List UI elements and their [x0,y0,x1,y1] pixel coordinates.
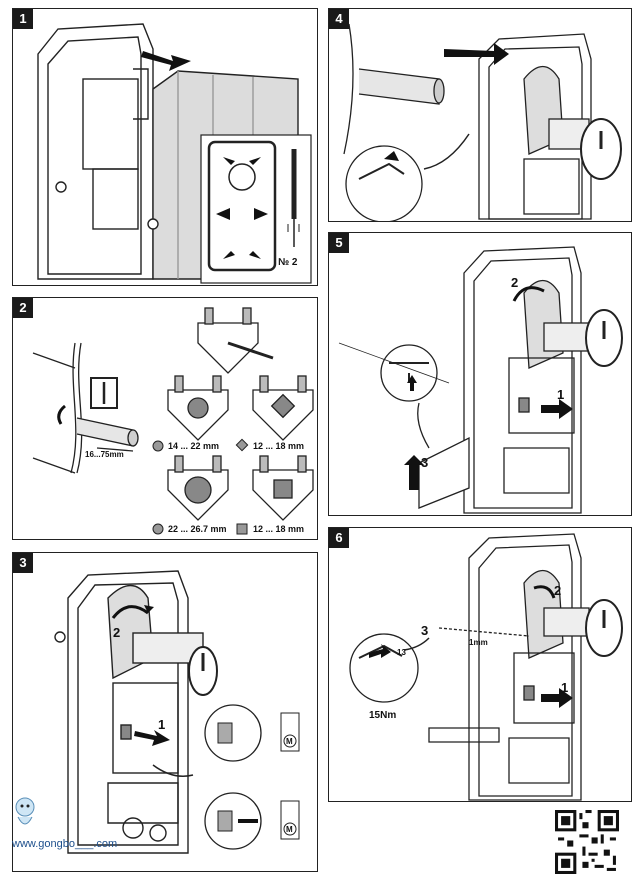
watermark-text: www.gongbo___.com [12,838,118,850]
square-shaft-range-b: 12 ... 18 mm [253,524,305,534]
square-shaft-range-a: 12 ... 18 mm [253,441,305,451]
step-2-marker: 2 [554,583,562,598]
step-6-panel: 6 2 1 3 1mm 13 15Nm [328,527,632,802]
actuator-positioning-illustration [338,246,623,514]
wrench-size-label: 13 [397,648,406,657]
qr-code [555,810,619,874]
actuator-fastening-illustration [349,533,623,801]
step-number-badge: 4 [329,9,349,29]
torque-label: 15Nm [369,710,397,721]
shaft-length-label: 16...75mm [85,450,124,459]
step-5-panel: 5 2 1 3 [328,232,632,516]
gap-label: 1mm [469,638,488,647]
step-2-panel: 2 [12,297,318,540]
step-4-panel: 4 [328,8,632,222]
step-number-badge: 6 [329,528,349,548]
actuator-mounting-illustration [54,570,300,854]
mascot-logo [15,797,35,825]
manual-mode-icon: M [286,737,293,746]
step-2-marker: 2 [511,275,519,290]
step-3-marker: 3 [421,623,429,638]
step-1-marker: 1 [158,717,166,732]
shaft-insertion-illustration [343,23,622,221]
round-shaft-range-b: 22 ... 26.7 mm [168,524,227,534]
step-1-panel: 1 № 2 [12,8,318,286]
manual-mode-icon: M [286,825,293,834]
screwdriver-size-label: № 2 [278,257,298,268]
actuator-cover-removal-illustration [37,23,312,284]
step-number-badge: 2 [13,298,33,318]
step-3-panel: 3 2 1 M M [12,552,318,872]
step-1-marker: 1 [557,387,565,402]
shaft-clamp-illustration [32,307,314,535]
step-number-badge: 1 [13,9,33,29]
step-number-badge: 5 [329,233,349,253]
step-3-marker: 3 [421,455,429,470]
step-number-badge: 3 [13,553,33,573]
step-1-marker: 1 [561,680,569,695]
step-2-marker: 2 [113,625,121,640]
round-shaft-range-a: 14 ... 22 mm [168,441,220,451]
